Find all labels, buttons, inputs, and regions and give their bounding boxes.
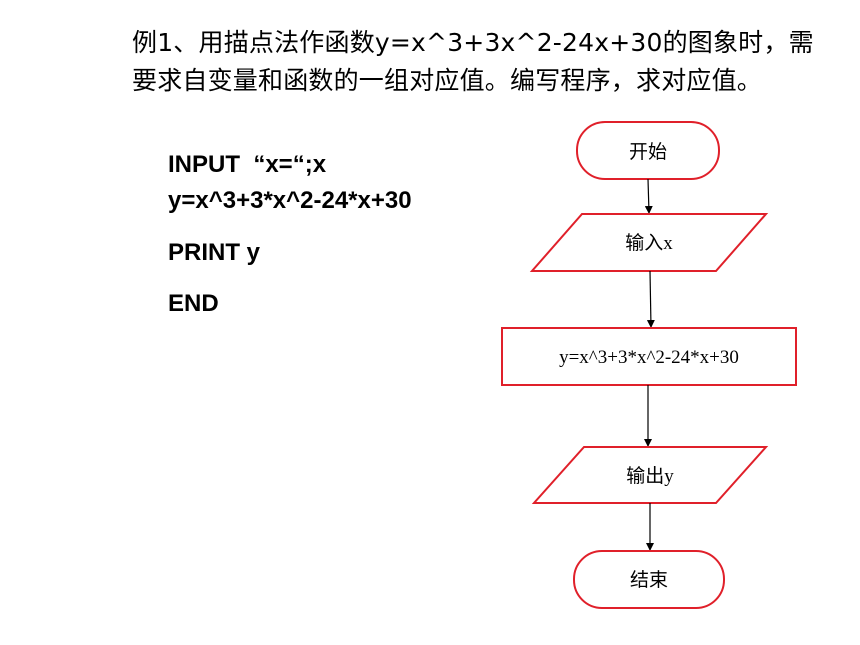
problem-statement: 例1、用描点法作函数y=x^3+3x^2-24x+30的图象时，需 要求自变量和… <box>132 24 852 100</box>
program-line-assign: y=x^3+3*x^2-24*x+30 <box>168 187 412 214</box>
program-line-input: INPUT “x=“;x <box>168 151 327 178</box>
flow-input-shape <box>529 213 769 272</box>
flow-output-label: 输出y <box>626 465 674 487</box>
program-line-end: END <box>168 290 219 317</box>
program-line-print: PRINT y <box>168 239 261 266</box>
flow-start-label: 开始 <box>629 141 667 163</box>
flow-end-label: 结束 <box>630 569 668 591</box>
flow-process-label: y=x^3+3*x^2-24*x+30 <box>559 347 739 368</box>
flow-process-shape <box>501 327 797 386</box>
flow-input-label: 输入x <box>625 232 673 254</box>
flow-end-shape <box>573 550 725 609</box>
flow-arrow-1 <box>644 178 653 214</box>
problem-line-2: 要求自变量和函数的一组对应值。编写程序，求对应值。 <box>132 66 763 95</box>
problem-line-1: 例1、用描点法作函数y=x^3+3x^2-24x+30的图象时，需 <box>132 28 814 57</box>
flow-arrow-2 <box>646 270 655 328</box>
flow-output-shape <box>531 446 769 504</box>
